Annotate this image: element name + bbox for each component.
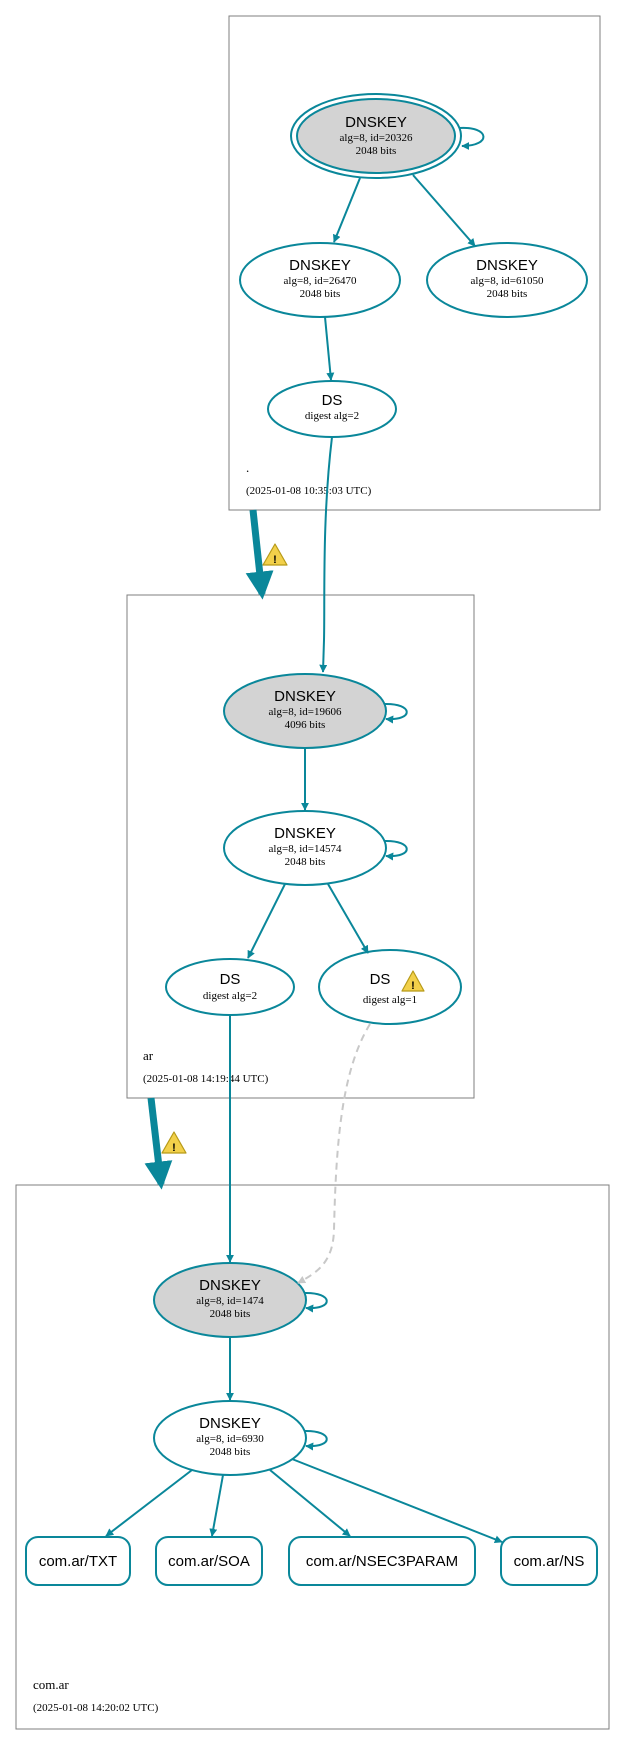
ds-root-node[interactable]: DS digest alg=2 — [267, 380, 397, 438]
zone-com-ar: DNSKEY alg=8, id=1474 2048 bits DNSKEY a… — [15, 1184, 610, 1730]
dnskey-19606-bits: 4096 bits — [285, 719, 326, 731]
dnskey-20326-alg: alg=8, id=20326 — [340, 132, 413, 144]
edge-6930-ns — [291, 1458, 503, 1544]
zone-com-ar-border — [15, 1184, 610, 1730]
dnskey-6930-title: DNSKEY — [199, 1415, 261, 1432]
dnskey-19606-alg: alg=8, id=19606 — [269, 706, 342, 718]
edge-14574-ds1 — [327, 883, 369, 954]
dnskey-61050-title: DNSKEY — [476, 257, 538, 274]
dnskey-20326-node[interactable]: DNSKEY alg=8, id=20326 2048 bits — [290, 93, 462, 179]
zone-root-border — [228, 15, 601, 511]
rrset-txt-node[interactable]: com.ar/TXT — [25, 1536, 131, 1586]
zone-com-ar-timestamp: (2025-01-08 14:20:02 UTC) — [33, 1702, 159, 1714]
self-loop-14574 — [383, 839, 408, 861]
zone-root: DNSKEY alg=8, id=20326 2048 bits DNSKEY … — [228, 15, 601, 511]
edge-26470-ds — [324, 316, 335, 381]
dnskey-20326-bits: 2048 bits — [356, 145, 397, 157]
dnskey-14574-title: DNSKEY — [274, 825, 336, 842]
delegation-root-to-ar — [245, 509, 274, 600]
zone-com-ar-name: com.ar — [33, 1677, 69, 1692]
dnskey-6930-bits: 2048 bits — [210, 1446, 251, 1458]
zone-ar-name: ar — [143, 1048, 154, 1063]
dnskey-61050-node[interactable]: DNSKEY alg=8, id=61050 2048 bits — [426, 242, 588, 318]
edge-root-ds-to-19606 — [319, 436, 333, 673]
self-loop-6930 — [303, 1429, 328, 1451]
dnskey-20326-title: DNSKEY — [345, 114, 407, 131]
rrset-ns-node[interactable]: com.ar/NS — [500, 1536, 598, 1586]
dnskey-14574-bits: 2048 bits — [285, 856, 326, 868]
dnskey-6930-node[interactable]: DNSKEY alg=8, id=6930 2048 bits — [153, 1400, 307, 1476]
ds-ar-alg2-title: DS — [220, 971, 241, 988]
rrset-nsec3param-label: com.ar/NSEC3PARAM — [306, 1553, 458, 1570]
dnskey-19606-node[interactable]: DNSKEY alg=8, id=19606 4096 bits — [223, 673, 387, 749]
dnskey-1474-bits: 2048 bits — [210, 1308, 251, 1320]
self-loop-20326 — [458, 126, 485, 150]
dnskey-19606-title: DNSKEY — [274, 688, 336, 705]
self-loop-1474 — [303, 1291, 328, 1313]
edge-6930-txt — [105, 1469, 193, 1537]
edge-20326-26470 — [333, 177, 361, 243]
rrset-soa-node[interactable]: com.ar/SOA — [155, 1536, 263, 1586]
ds-root-title: DS — [322, 392, 343, 409]
dnskey-14574-node[interactable]: DNSKEY alg=8, id=14574 2048 bits — [223, 810, 387, 886]
rrset-txt-label: com.ar/TXT — [39, 1553, 117, 1570]
rrset-nsec3param-node[interactable]: com.ar/NSEC3PARAM — [288, 1536, 476, 1586]
dnskey-61050-bits: 2048 bits — [487, 288, 528, 300]
zone-ar: DNSKEY alg=8, id=19606 4096 bits DNSKEY … — [126, 594, 475, 1099]
svg-text:!: ! — [273, 554, 277, 566]
ds-ar-alg1-node[interactable]: DS ! digest alg=1 — [318, 949, 462, 1025]
svg-text:!: ! — [172, 1142, 176, 1154]
zone-ar-timestamp: (2025-01-08 14:19:44 UTC) — [143, 1073, 269, 1085]
dnskey-1474-title: DNSKEY — [199, 1277, 261, 1294]
rrset-soa-label: com.ar/SOA — [168, 1553, 250, 1570]
dnskey-1474-node[interactable]: DNSKEY alg=8, id=1474 2048 bits — [153, 1262, 307, 1338]
self-loop-19606 — [383, 702, 408, 724]
edge-ar-ds1-to-1474-dashed — [297, 1023, 371, 1284]
dnskey-26470-node[interactable]: DNSKEY alg=8, id=26470 2048 bits — [239, 242, 401, 318]
dnskey-26470-alg: alg=8, id=26470 — [284, 275, 357, 287]
warning-icon: ! — [262, 543, 288, 566]
zone-root-name: . — [246, 460, 249, 475]
ds-ar-alg1-title: DS — [370, 971, 391, 988]
dnskey-26470-bits: 2048 bits — [300, 288, 341, 300]
dnskey-61050-alg: alg=8, id=61050 — [471, 275, 544, 287]
edge-6930-nsec3param — [269, 1469, 351, 1537]
ds-root-digest: digest alg=2 — [305, 410, 359, 422]
zone-ar-border — [126, 594, 475, 1099]
dnskey-6930-alg: alg=8, id=6930 — [196, 1433, 264, 1445]
warning-icon: ! — [401, 970, 425, 992]
edge-6930-soa — [209, 1474, 224, 1537]
svg-text:!: ! — [411, 980, 415, 992]
ds-ar-alg1-digest: digest alg=1 — [363, 994, 417, 1006]
dnskey-1474-alg: alg=8, id=1474 — [196, 1295, 264, 1307]
warning-icon: ! — [161, 1131, 187, 1154]
zone-root-timestamp: (2025-01-08 10:35:03 UTC) — [246, 485, 372, 497]
delegation-ar-to-com-ar — [144, 1097, 173, 1190]
edge-14574-ds2 — [247, 883, 286, 959]
ds-ar-alg2-node[interactable]: DS digest alg=2 — [165, 958, 295, 1016]
ds-ar-alg2-digest: digest alg=2 — [203, 990, 257, 1002]
rrset-ns-label: com.ar/NS — [514, 1553, 585, 1570]
dnskey-26470-title: DNSKEY — [289, 257, 351, 274]
edge-20326-61050 — [412, 174, 476, 247]
dnskey-14574-alg: alg=8, id=14574 — [269, 843, 342, 855]
